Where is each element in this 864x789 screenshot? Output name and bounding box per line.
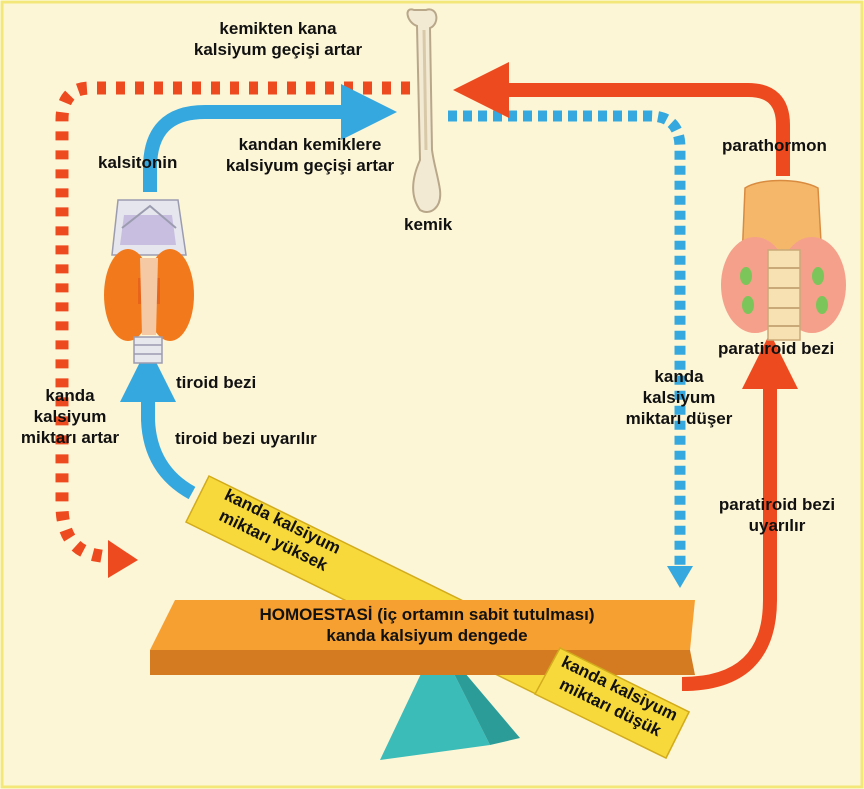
parathyroid-stimulation-arrow xyxy=(681,333,798,691)
blood-ca-falls-line-2: kalsiyum xyxy=(642,388,716,407)
parathyroid-stimulated-label: paratiroid bezi uyarılır xyxy=(702,494,852,536)
bone-illustration xyxy=(406,8,442,213)
bone-release-label: kemikten kana kalsiyum geçişi artar xyxy=(178,18,378,60)
parathormone-arrow xyxy=(453,62,790,176)
bone-uptake-line-1: kandan kemiklere xyxy=(238,135,382,154)
thyroid-gland-label: tiroid bezi xyxy=(176,373,257,392)
parathormone-label: parathormon xyxy=(722,136,827,155)
blood-ca-rises-line-3: miktarı artar xyxy=(20,428,120,447)
calcitonin-label: kalsitonin xyxy=(98,153,178,172)
bone-release-line-2: kalsiyum geçişi artar xyxy=(193,40,363,59)
homeostasis-line-2: kanda kalsiyum dengede xyxy=(326,626,528,645)
parathyroid-gland-label: paratiroid bezi xyxy=(718,339,835,358)
bone-uptake-label: kandan kemiklere kalsiyum geçişi artar xyxy=(210,134,410,176)
bone-release-dashed-arrow xyxy=(55,81,410,565)
bone-uptake-arrowhead xyxy=(667,566,693,588)
homeostasis-label: HOMOESTASİ (iç ortamın sabit tutulması) … xyxy=(172,604,682,646)
thyroid-stimulated-label: tiroid bezi uyarılır xyxy=(175,429,317,448)
blood-ca-falls-line-3: miktarı düşer xyxy=(625,409,733,428)
blood-ca-rises-line-1: kanda xyxy=(45,386,95,405)
parathyroid-illustration xyxy=(721,179,846,341)
parathyroid-stimulated-line-1: paratiroid bezi xyxy=(718,495,836,514)
calcitonin-arrow xyxy=(143,84,397,192)
thyroid-stimulation-arrow xyxy=(120,346,196,500)
homeostasis-line-1: HOMOESTASİ (iç ortamın sabit tutulması) xyxy=(259,605,595,624)
blood-ca-rises-line-2: kalsiyum xyxy=(33,407,107,426)
bone-label: kemik xyxy=(404,215,453,234)
bone-release-arrowhead xyxy=(108,540,138,578)
blood-ca-falls-label: kanda kalsiyum miktarı düşer xyxy=(614,366,744,429)
blood-ca-rises-label: kanda kalsiyum miktarı artar xyxy=(10,385,130,448)
parathyroid-stimulated-line-2: uyarılır xyxy=(748,516,806,535)
bone-uptake-line-2: kalsiyum geçişi artar xyxy=(225,156,395,175)
blood-ca-falls-line-1: kanda xyxy=(654,367,704,386)
thyroid-illustration xyxy=(104,199,194,364)
tilted-beam-front-overlay xyxy=(533,647,691,760)
bone-uptake-dashed-arrow xyxy=(448,110,686,568)
bone-release-line-1: kemikten kana xyxy=(219,19,337,38)
